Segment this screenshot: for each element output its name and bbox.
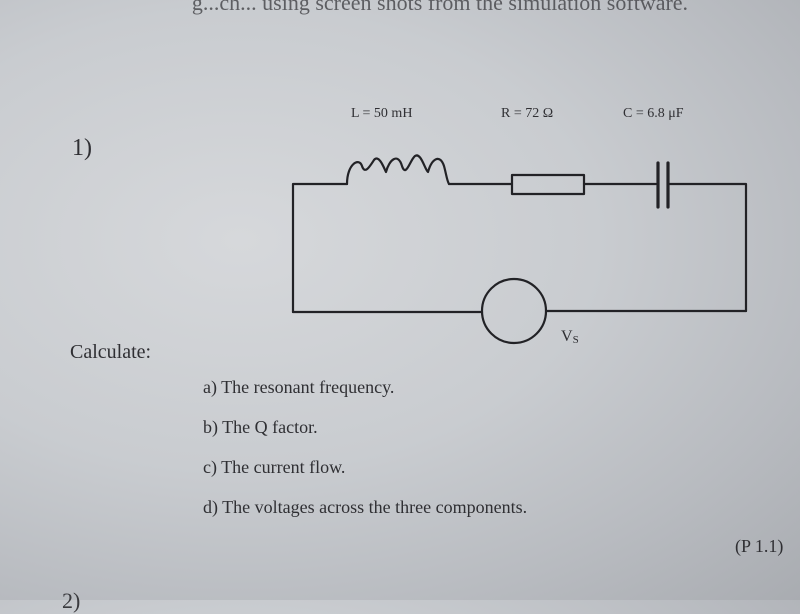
wire-right <box>666 182 748 313</box>
voltage-source <box>480 277 548 345</box>
question-item: c) The current flow. <box>203 457 346 477</box>
voltage-source-label: VS <box>561 328 579 346</box>
problem-reference: (P 1.1) <box>735 536 784 556</box>
calculate-prompt: Calculate: <box>70 341 152 363</box>
next-question-number: 2) <box>62 588 81 613</box>
capacitor-label: C = 6.8 μF <box>623 106 684 121</box>
question-item: b) The Q factor. <box>203 417 318 437</box>
question-item: d) The voltages across the three compone… <box>203 497 528 517</box>
question-item: a) The resonant frequency. <box>203 377 395 397</box>
inductor-coil <box>345 154 451 186</box>
series-rlc-circuit-diagram <box>291 154 748 345</box>
voltage-source-label-sub: S <box>572 334 579 346</box>
inductor-label: L = 50 mH <box>351 106 413 121</box>
top-text-fragment: g...ch... using screen shots from the si… <box>191 0 689 15</box>
wire-left <box>291 182 349 314</box>
resistor <box>510 173 586 196</box>
resistor-label: R = 72 Ω <box>501 106 554 121</box>
voltage-source-label-main: V <box>561 328 573 345</box>
textbook-page: g...ch... using screen shots from the si… <box>62 0 784 613</box>
question-items: a) The resonant frequency. b) The Q fact… <box>203 377 527 537</box>
question-number: 1) <box>72 135 92 161</box>
